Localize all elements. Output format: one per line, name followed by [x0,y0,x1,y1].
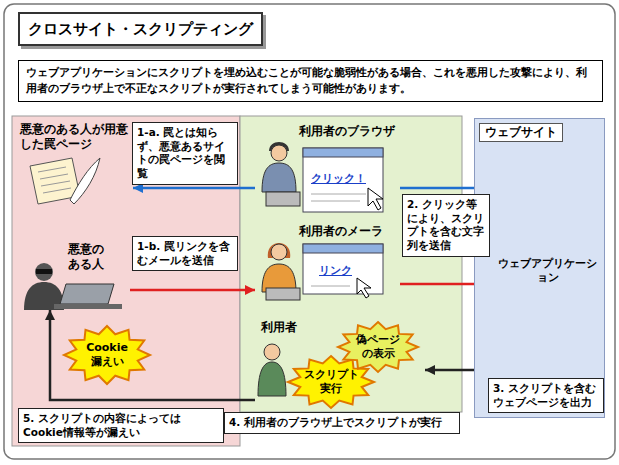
mouse-cursor [368,188,383,210]
quill [70,158,100,204]
mailer-user-head [271,244,287,260]
user-laptop [266,192,300,206]
node-text: ウェブサイト [479,123,563,142]
node-text: 利用者 [261,320,297,335]
web-application: ウェブアプリケーション [495,159,603,289]
victim-body [258,362,286,396]
step-label: 4. 利用者のブラウザ上でスクリプトが実行 [224,412,460,434]
browser-titlebar [303,148,383,157]
victim-head [264,344,280,360]
user-zone [240,116,462,412]
link-text: リンク [319,264,352,278]
leak-burst: Cookie漏えい [64,326,150,384]
node-text: 利用者のメーラ [299,224,383,239]
mail-window [303,244,383,294]
user-body [262,163,296,192]
mouse-cursor [357,278,371,298]
browser-window [303,148,383,212]
step-label: 5. スクリプトの内容によってはCookie情報等が漏えい [18,408,224,443]
step-label: 1-a. 罠とは知らず、悪意あるサイトの罠ページを閲覧 [132,122,238,185]
node-text: スクリプト実行 [302,368,360,396]
user-browser: 利用者のブラウザクリック！ [255,122,400,217]
flow-arrow [50,310,255,400]
title-box: クロスサイト・スクリプティング [18,12,263,46]
page-lines [311,194,366,201]
burst-outline [338,322,418,372]
burst-outline [64,326,150,384]
node-text: 悪意のある人 [68,242,108,272]
node-text: 悪意のある人が用意した罠ページ [20,122,130,152]
flow-arrow [130,289,255,292]
node-text: 利用者のブラウザ [299,124,395,139]
flow-arrow [133,187,255,190]
laptop-base [54,304,122,309]
trap-page: 悪意のある人が用意した罠ページ [20,122,133,212]
link-text: クリック！ [311,172,366,186]
description-box: ウェブアプリケーションにスクリプトを埋め込むことが可能な脆弱性がある場合、これを… [18,60,603,102]
attacker-head [35,263,53,281]
user-head [271,145,287,161]
node-text: 偽ページの表示 [353,333,403,361]
node-text: ウェブアプリケーション [495,257,600,285]
attacker: 悪意のある人 [20,240,130,310]
scroll-lines [38,167,71,193]
outer-frame [4,4,615,459]
website-band: ウェブサイトウェブアプリケーション [474,118,605,418]
attacker-mask [36,269,52,274]
step-label: 2. クリック等により、スクリプトを含む文字列を送信 [402,194,490,257]
node-text: Cookie漏えい [81,341,133,369]
user-mailer: 利用者のメーラリンク [255,222,400,302]
step-label: 3. スクリプトを含むウェブページを出力 [488,378,604,413]
mail-lines [311,286,350,287]
attacker-zone [12,116,240,446]
node-text: ウェブアプリケーションにスクリプトを埋め込むことが可能な脆弱性がある場合、これを… [26,65,595,97]
mail-titlebar [303,244,383,253]
fake-page-burst: 偽ページの表示 [338,322,418,372]
mailer-laptop [266,288,300,300]
title-text: クロスサイト・スクリプティング [28,20,253,39]
step-label: 1-b. 罠リンクを含むメールを送信 [132,236,238,271]
attacker-laptop [60,284,114,304]
